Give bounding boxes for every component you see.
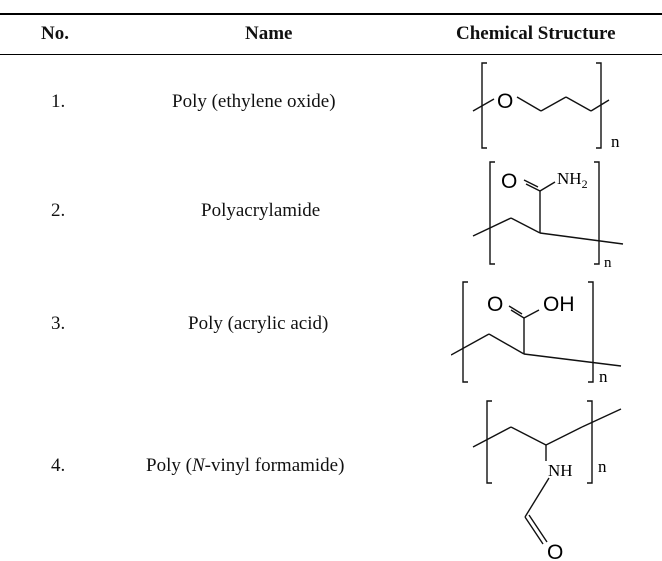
header-name: Name xyxy=(245,23,293,44)
amide-nh: NH xyxy=(548,461,573,480)
header-no: No. xyxy=(41,23,69,44)
hydroxyl-oh: OH xyxy=(543,293,575,316)
amide-nh: NH2 xyxy=(557,169,588,191)
table-top-rule xyxy=(0,13,662,15)
right-bracket xyxy=(594,161,600,265)
row-4-no: 4. xyxy=(51,455,66,476)
row-3-structure: O OH n xyxy=(451,281,622,386)
right-bracket xyxy=(587,400,593,484)
left-bracket xyxy=(489,161,495,265)
row-2-structure: O NH2 n xyxy=(472,161,624,271)
table-header-rule xyxy=(0,54,662,55)
row-4-name: Poly (N-vinyl formamide) xyxy=(146,455,345,476)
repeat-n: n xyxy=(604,255,612,271)
header-structure: Chemical Structure xyxy=(456,23,616,44)
row-1-name: Poly (ethylene oxide) xyxy=(172,91,336,112)
row-1-structure: O n xyxy=(472,62,620,151)
carbonyl-oxygen: O xyxy=(547,541,563,559)
left-bracket xyxy=(486,400,492,484)
left-bracket xyxy=(462,281,468,383)
row-3-name: Poly (acrylic acid) xyxy=(188,313,329,334)
row-2-name: Polyacrylamide xyxy=(201,200,321,221)
right-bracket xyxy=(588,281,594,383)
carbonyl-oxygen: O xyxy=(487,293,503,316)
row-2-no: 2. xyxy=(51,200,66,221)
repeat-n: n xyxy=(598,457,607,476)
row-4-structure: n NH O xyxy=(472,400,622,559)
repeat-n: n xyxy=(611,132,620,151)
oxygen-atom: O xyxy=(497,90,513,113)
carbonyl-oxygen: O xyxy=(501,170,517,193)
repeat-n: n xyxy=(599,367,608,386)
row-1-no: 1. xyxy=(51,91,66,112)
row-3-no: 3. xyxy=(51,313,66,334)
